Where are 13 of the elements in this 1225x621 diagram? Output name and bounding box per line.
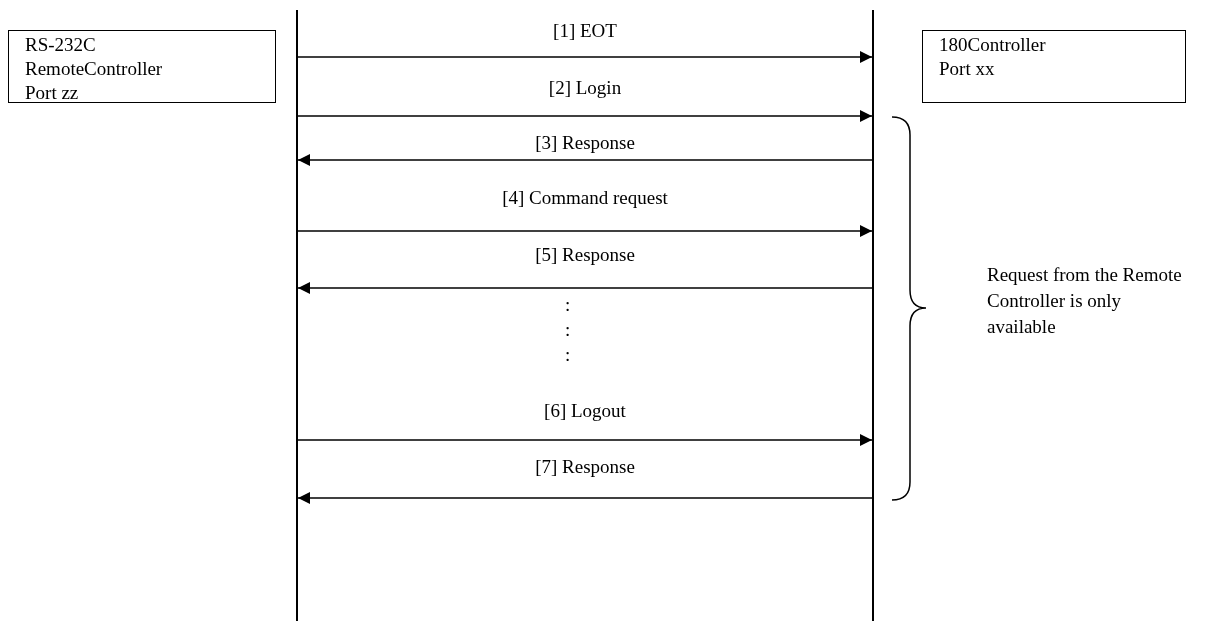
participant-label: RS-232C RemoteController Port zz	[25, 33, 164, 105]
message-arrow	[297, 434, 873, 446]
lifeline	[296, 10, 298, 621]
participant-box	[8, 30, 276, 103]
message-arrow	[297, 225, 873, 237]
message-arrow	[297, 110, 873, 122]
lifeline	[872, 10, 874, 621]
participant-box	[922, 30, 1186, 103]
participant-label: 180Controller Port xx	[939, 33, 1047, 81]
message-arrow	[297, 282, 873, 294]
message-arrow	[297, 51, 873, 63]
message-arrow	[297, 154, 873, 166]
message-arrow	[297, 492, 873, 504]
